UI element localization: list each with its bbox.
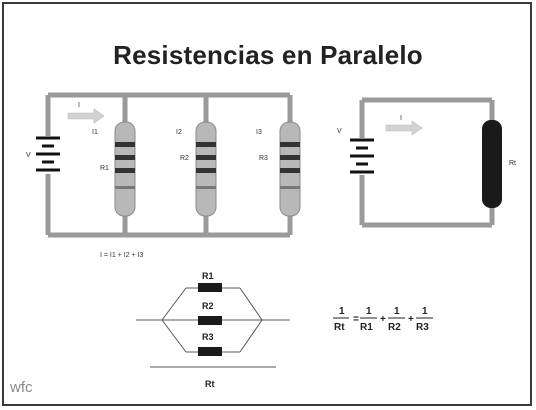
left-current-label: I <box>78 102 80 109</box>
formula-equals: = <box>353 314 359 325</box>
right-current-arrow-icon <box>385 120 423 136</box>
slide-title: Resistencias en Paralelo <box>113 40 423 70</box>
formula-plus-1: + <box>380 314 386 325</box>
current-equation: I = I1 + I2 + I3 <box>100 252 143 259</box>
left-resistor-2-side-label: I2 <box>176 129 182 136</box>
right-circuit: V I Rt <box>337 97 516 228</box>
left-resistor-2-label: R2 <box>180 155 189 162</box>
formula-term-2-numerator: 1 <box>394 306 400 317</box>
left-resistor-2 <box>195 121 217 217</box>
right-resistor-label: Rt <box>509 160 516 167</box>
schematic-label-r1: R1 <box>202 271 214 281</box>
formula-term-2-denominator: R2 <box>388 322 401 333</box>
left-resistor-1-label: R1 <box>100 165 109 172</box>
schematic-resistor-1 <box>198 283 222 292</box>
formula-term-1-denominator: R1 <box>360 322 373 333</box>
schematic-label-r2: R2 <box>202 301 214 311</box>
parallel-schematic: R1 R2 R3 Rt <box>136 271 290 389</box>
left-resistor-3-side-label: I3 <box>256 129 262 136</box>
left-resistor-1 <box>114 121 136 217</box>
right-voltage-label: V <box>337 128 342 135</box>
right-circuit-wires <box>359 97 495 228</box>
formula-term-3-numerator: 1 <box>422 306 428 317</box>
formula-term-3-denominator: R3 <box>416 322 429 333</box>
formula-plus-2: + <box>408 314 414 325</box>
left-resistor-1-side-label: I1 <box>92 129 98 136</box>
left-resistor-3 <box>279 121 301 217</box>
left-circuit: V I <box>26 92 301 259</box>
formula-term-1-numerator: 1 <box>366 306 372 317</box>
watermark: wfc <box>10 379 33 396</box>
schematic-resistor-2 <box>198 316 222 325</box>
formula-lhs-numerator: 1 <box>339 306 345 317</box>
right-battery-icon <box>350 138 374 174</box>
left-current-arrow-icon <box>67 108 105 124</box>
slide-frame <box>2 2 532 406</box>
right-current-label: I <box>400 115 402 122</box>
schematic-resistor-3 <box>198 347 222 356</box>
schematic-label-r3: R3 <box>202 332 214 342</box>
formula-lhs-denominator: Rt <box>334 322 345 333</box>
schematic-total-label: Rt <box>205 379 215 389</box>
parallel-formula: 1 Rt = 1 R1 + 1 R2 + 1 R3 <box>333 306 433 333</box>
left-battery-icon <box>36 136 60 172</box>
left-resistor-3-label: R3 <box>259 155 268 162</box>
left-voltage-label: V <box>26 152 31 159</box>
right-total-resistor <box>482 120 502 208</box>
